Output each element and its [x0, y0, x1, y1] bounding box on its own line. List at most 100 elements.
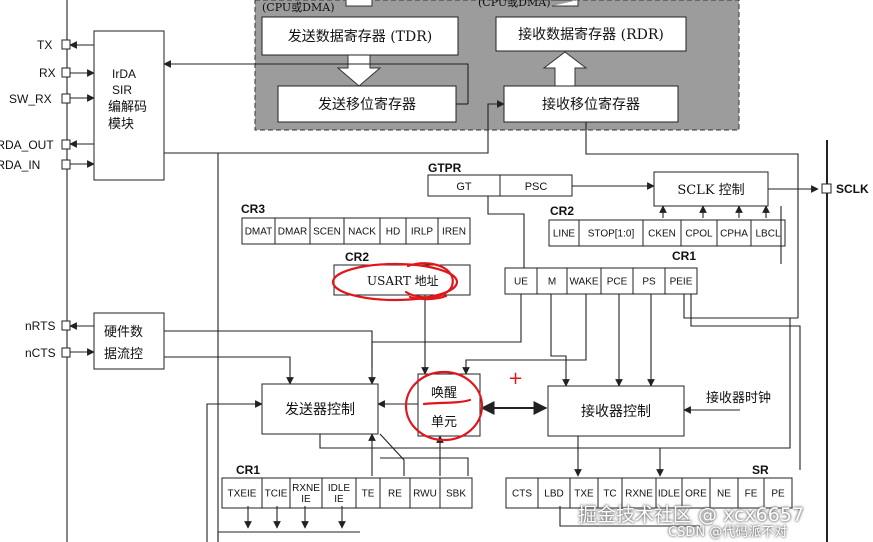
cr1-bottom-label-7: SBK	[446, 489, 466, 500]
cr1-top-cell-1	[536, 267, 568, 295]
cr1-bottom-cell-6	[409, 477, 441, 509]
sr-cell-6	[681, 477, 711, 509]
wire-left-feedback	[206, 403, 230, 542]
red-underline-wakeup	[422, 398, 472, 406]
tdr-label: 发送数据寄存器 (TDR)	[288, 28, 432, 45]
cr1-top-label-5: PEIE	[670, 277, 693, 288]
watermark-juejin: 掘金技术社区 @ xcx6657	[578, 504, 805, 526]
red-underline-address	[408, 294, 448, 301]
sr-cell-1	[537, 477, 571, 509]
cr1-top-title: CR1	[672, 249, 696, 263]
cr2-top-label-3: CPOL	[685, 229, 713, 240]
rdr-label: 接收数据寄存器 (RDR)	[518, 26, 664, 43]
cr1-bottom-label-5: RE	[388, 489, 402, 500]
cr2-top-cell-2	[642, 219, 682, 247]
usart-addr-label: USART 地址	[367, 274, 439, 288]
sr-label-5: IDLE	[658, 489, 681, 500]
hwflow-line-1: 硬件数	[104, 325, 143, 340]
cr1-top-cell-2	[566, 267, 602, 295]
cr1-top-cell-5	[664, 267, 698, 295]
cr1-bottom-label-3: IE	[334, 494, 344, 505]
pin-ncts-square	[61, 347, 71, 358]
hollow-arrow-tdr-in	[345, 0, 373, 7]
wire-wake-bit-down	[462, 294, 587, 375]
cr3-title: CR3	[241, 202, 265, 216]
cr3-cell-3	[343, 217, 381, 245]
cr1-bottom-label-6: RWU	[413, 489, 437, 500]
pin-sclk-label: SCLK	[836, 182, 869, 196]
cr2-top-label-4: CPHA	[720, 229, 748, 240]
hollow-arrow-tdr-to-shift	[336, 53, 382, 87]
cr1-top-cell-0	[504, 267, 538, 295]
cr2-top-label-0: LINE	[553, 229, 576, 240]
wire-m-down	[550, 294, 570, 387]
sr-label-0: CTS	[512, 489, 532, 500]
cr2-top-cell-1	[578, 219, 644, 247]
cr1-bottom-label-2: IE	[301, 494, 311, 505]
cr1-bottom-cell-0	[221, 477, 263, 509]
wire-peie-down	[683, 294, 798, 319]
tdr-box	[261, 16, 459, 56]
wire-sr-bottom	[559, 506, 700, 527]
red-circle-address	[331, 262, 459, 302]
sr-cell-2	[569, 477, 599, 509]
cr1-top-label-0: UE	[514, 277, 528, 288]
tx-ctrl-box	[261, 383, 379, 435]
wire-gtpr-down	[487, 196, 525, 268]
pin-swrx-square	[61, 93, 71, 104]
sr-cell-7	[709, 477, 739, 509]
hwflow-box	[93, 312, 165, 370]
tx-shift-box	[277, 85, 457, 123]
rx-shift-label: 接收移位寄存器	[542, 96, 640, 113]
wire-txctrl-cr1	[319, 434, 664, 477]
cr2-top-cell-4	[716, 219, 752, 247]
cr1-bottom-label-3: IDLE	[328, 483, 351, 494]
watermark-csdn: CSDN @代码派不对	[668, 525, 788, 540]
sr-label-1: LBD	[544, 489, 563, 500]
cr1-bottom-cell-4	[355, 477, 381, 509]
hollow-arrow-rshift-to-rdr	[542, 51, 588, 87]
wire-peie-back	[690, 294, 801, 470]
pin-swrx-label: SW_RX	[9, 92, 52, 106]
cr1-bottom-cell-2	[289, 477, 323, 509]
sr-label-4: RXNE	[625, 489, 653, 500]
pin-ncts-label: nCTS	[25, 346, 56, 360]
pin-rx-label: RX	[39, 66, 56, 80]
sr-cell-8	[737, 477, 765, 509]
wire-re-up	[379, 433, 405, 476]
cr2-top-cell-0	[548, 219, 580, 247]
cr1-bottom-label-0: TXEIE	[228, 489, 257, 500]
sclk-ctrl-box	[653, 171, 769, 207]
cr1-bottom-title: CR1	[236, 463, 260, 477]
sr-cell-9	[763, 477, 793, 509]
cr3-cell-5	[405, 217, 439, 245]
wire-rx-shift-ctrl	[585, 122, 799, 318]
cr1-bottom-cell-1	[261, 477, 291, 509]
cr1-bottom-label-2: RXNE	[292, 483, 320, 494]
wire-right-rx	[660, 318, 791, 449]
rx-ctrl-box	[547, 385, 685, 437]
wake-line-1: 唤醒	[431, 386, 457, 401]
wake-line-2: 单元	[431, 415, 457, 430]
cr2-top-label-1: STOP[1:0]	[588, 229, 635, 240]
irda-line-2: SIR	[112, 83, 132, 97]
pin-nrts-square	[61, 320, 71, 331]
tx-ctrl-label: 发送器控制	[285, 402, 355, 418]
irda-line-1: IrDA	[112, 67, 136, 81]
gtpr-gt-label: GT	[456, 181, 472, 193]
sr-title: SR	[752, 463, 769, 477]
cr3-cell-6	[437, 217, 471, 245]
pin-rx-square	[61, 67, 71, 78]
cr3-label-3: NACK	[348, 227, 376, 238]
pin-nrts-label: nRTS	[25, 319, 55, 333]
wire-irda-to-rx-shift	[164, 100, 505, 154]
sr-label-6: ORE	[685, 489, 707, 500]
cr3-label-5: IRLP	[411, 227, 434, 238]
wire-ue-down	[371, 294, 522, 368]
irda-line-4: 模块	[108, 117, 134, 132]
gtpr-psc-label: PSC	[525, 181, 548, 193]
cr2-addr-title: CR2	[345, 250, 369, 264]
